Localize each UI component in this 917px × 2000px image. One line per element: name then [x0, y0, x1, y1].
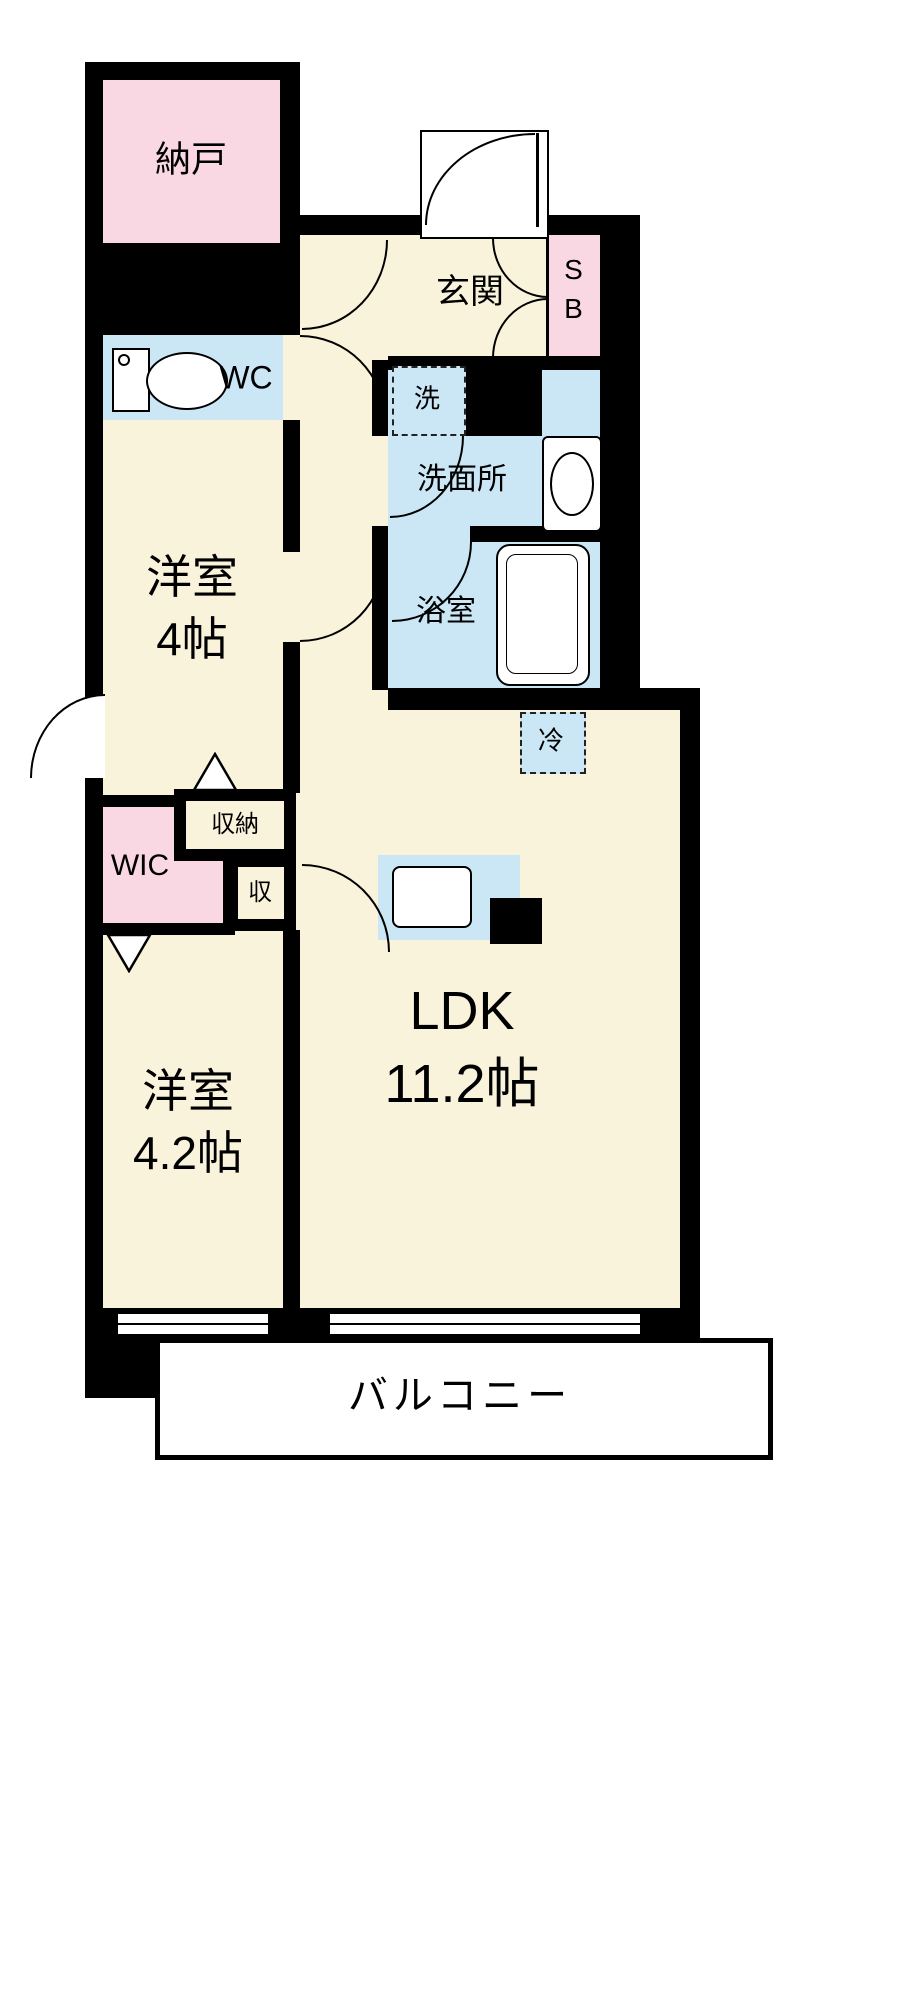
sink-basin-icon: [550, 452, 594, 516]
wall-corridor-left-3: [283, 930, 300, 1308]
room-label-balcony: バルコニー: [347, 1374, 573, 1418]
room-storage-large: [174, 789, 296, 861]
folding-door-icon-storage: [192, 752, 238, 792]
washing-machine-area: [392, 366, 466, 436]
wall-below-nando: [85, 243, 300, 335]
room-label-wc: WC: [219, 359, 273, 396]
room-label-ldk: LDK 11.2帖: [384, 981, 540, 1114]
room-label-shoebox: SB: [558, 254, 589, 332]
toilet-flush-knob-icon: [118, 354, 130, 366]
wall-top-left: [85, 62, 300, 80]
kitchen-sink-icon: [392, 866, 472, 928]
room-label-western-room-2: 洋室 4.2帖: [133, 1064, 243, 1179]
window-ldk: [330, 1314, 640, 1334]
room-label-genkan: 玄関: [436, 273, 504, 312]
wall-left-outer: [85, 62, 103, 1308]
refrigerator-area: [520, 712, 586, 774]
room-label-nando: 納戸: [154, 138, 228, 180]
wall-right-upper: [600, 215, 640, 688]
left-exterior-door-arc: [30, 694, 105, 778]
balcony: [155, 1338, 773, 1460]
room-label-wic: WIC: [110, 848, 170, 882]
wall-corridor-top: [300, 215, 422, 235]
wall-right-lower: [680, 688, 700, 1308]
room-label-storage-large: 収納: [211, 810, 259, 838]
wall-corridor-left-1: [283, 420, 300, 552]
room-nando: [103, 80, 280, 243]
wall-entry-chunk: [462, 356, 542, 436]
bathtub-inner-icon: [506, 554, 578, 674]
bathtub-icon: [496, 544, 590, 686]
room-label-western-room-1: 洋室 4帖: [146, 550, 238, 665]
wall-kitchen-stub: [490, 898, 542, 944]
wall-ldk-top: [388, 688, 700, 710]
wall-corridor-right-2: [372, 526, 388, 690]
wall-corridor-left-2: [283, 642, 300, 793]
room-label-washroom: 洗面所: [417, 462, 507, 496]
room-label-bathroom: 浴室: [416, 594, 476, 628]
entrance-door-leaf: [536, 133, 539, 227]
window-western-room-2: [118, 1314, 268, 1334]
toilet-bowl-icon: [146, 352, 228, 410]
folding-door-icon-wic: [106, 933, 152, 973]
room-label-laundry: 洗: [413, 383, 441, 414]
room-label-fridge: 冷: [537, 725, 565, 756]
room-label-storage-small: 収: [248, 878, 272, 906]
room-storage-small: [226, 855, 296, 931]
